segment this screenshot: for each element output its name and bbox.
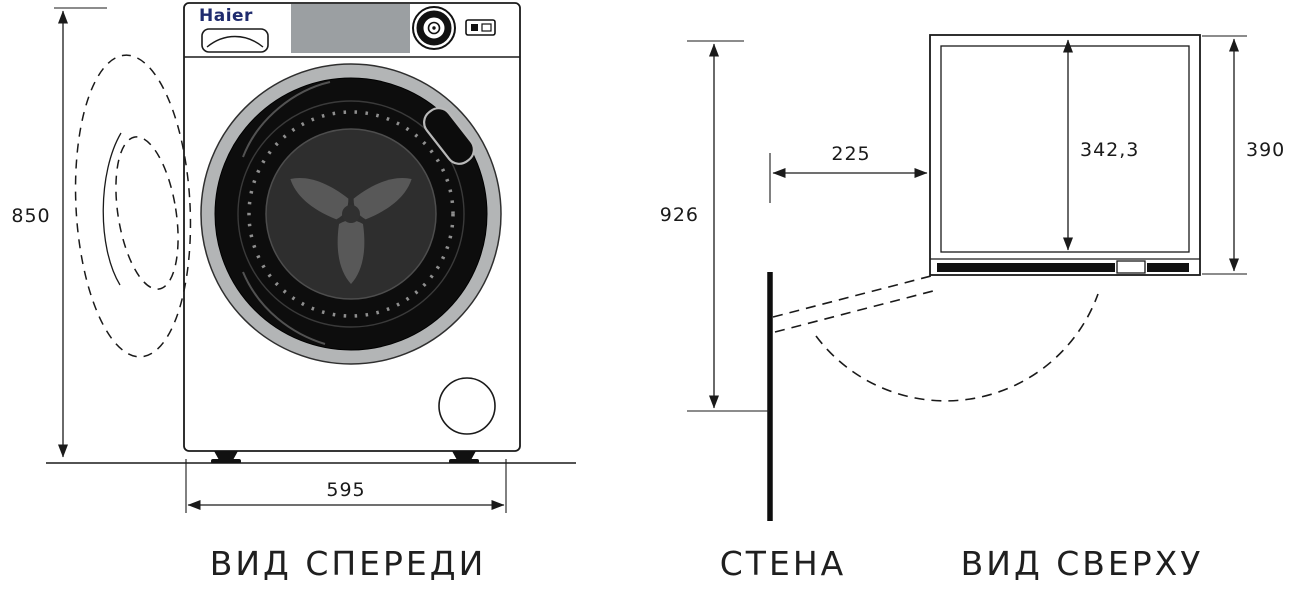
right-foot-base (449, 459, 479, 464)
left-foot (214, 451, 238, 460)
open-door-outer (74, 54, 192, 358)
dim-850-label: 850 (11, 205, 50, 227)
detergent-drawer (201, 28, 269, 53)
glass-highlight-bottom (242, 271, 326, 345)
knob-ring (416, 10, 452, 46)
dim-390-label: 390 (1246, 139, 1285, 161)
feet (211, 451, 479, 464)
open-door-inner (115, 136, 179, 290)
door-handle (423, 107, 475, 165)
program-knob (412, 6, 456, 50)
right-foot (452, 451, 476, 460)
door-swing-dashed (772, 275, 1099, 402)
paddle-arm-down (337, 220, 365, 284)
door (200, 63, 502, 365)
cabinet-outline (929, 34, 1201, 276)
control-panel (291, 4, 410, 53)
top-view-label: ВИД СВЕРХУ (961, 544, 1204, 583)
top-view: 926 225 342,3 390 (660, 34, 1285, 521)
paddle-arm-upleft (290, 178, 349, 220)
dimension-width-595: 595 (185, 459, 507, 513)
drawer-handle-curve (206, 35, 264, 48)
dim-595-label: 595 (326, 479, 365, 501)
knob-center-dot (432, 26, 436, 30)
door-swing-arc (815, 293, 1099, 402)
display (465, 19, 496, 36)
left-foot-base (211, 459, 241, 464)
paddle-arm-upright (353, 178, 412, 220)
open-door-dashed (74, 54, 192, 358)
front-bumper-right (1147, 263, 1189, 272)
dimension-225: 225 (769, 143, 928, 203)
dim-225-label: 225 (831, 143, 870, 165)
dim-342-label: 342,3 (1080, 139, 1139, 161)
display-segment-left (471, 24, 478, 31)
drawer-outline (201, 28, 269, 53)
paddle-hub (342, 205, 360, 223)
haier-logo: Haier (199, 6, 253, 26)
filter-door (438, 377, 496, 435)
glass-highlight-top (242, 81, 331, 158)
open-door-line-1 (772, 275, 932, 318)
dimension-342: 342,3 (1063, 39, 1139, 251)
open-door-line-2 (774, 290, 934, 333)
door-handle-shape (423, 107, 475, 165)
open-door-edge (102, 132, 122, 286)
hinge-block (1116, 260, 1146, 274)
front-view: Haier (11, 2, 576, 513)
wall-label: СТЕНА (720, 544, 846, 583)
dimension-height-850: 850 (11, 7, 107, 458)
front-bumper-left (937, 263, 1115, 272)
glass-inner-line (237, 100, 465, 328)
front-view-label: ВИД СПЕРЕДИ (210, 544, 487, 583)
drum-paddle (290, 178, 412, 284)
top-view-box (929, 34, 1201, 276)
door-seal-dots (247, 110, 455, 318)
display-segment-right (481, 23, 492, 32)
dimension-926: 926 (660, 40, 769, 412)
dimension-390: 390 (1202, 35, 1285, 275)
dim-926-label: 926 (660, 204, 699, 226)
